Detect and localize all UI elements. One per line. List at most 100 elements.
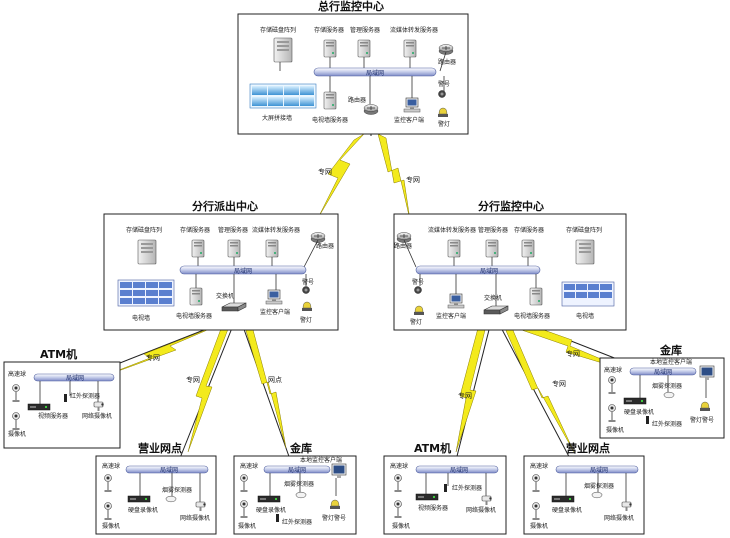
shop-left-title: 营业网点 — [138, 441, 182, 455]
vault-left-infrared-label: 红外探测器 — [282, 518, 312, 526]
hq-stream-server-label: 流媒体转发服务器 — [390, 26, 438, 34]
vault-left-alarm-light-label: 警灯警号 — [322, 514, 346, 522]
monitor-client-icon — [447, 293, 465, 309]
infrared-detector-icon — [646, 416, 649, 424]
shop-right-smoke-label: 烟雾探测器 — [584, 482, 614, 490]
branch-monitor-lan-bus — [415, 265, 541, 275]
atm-left-infrared-label: 红外探测器 — [70, 392, 100, 400]
shop-right-title: 营业网点 — [566, 441, 610, 455]
vault-right-title: 金库 — [659, 343, 682, 357]
mgmt-server-icon — [227, 239, 241, 258]
tv-wall-server-icon — [189, 287, 203, 306]
siren-icon — [438, 90, 446, 98]
hq-monitoring-center: 总行监控中心 存储磁盘阵列 存储服务器 管理服务器 流媒体转发服务器 路由器 局… — [237, 0, 469, 135]
vault-right-infrared-label: 红外探测器 — [652, 420, 682, 428]
vault-left-dvr-label: 硬盘录像机 — [256, 506, 286, 514]
link-label-hq-left: 专网 — [318, 167, 332, 176]
branch-alarm-label: 警号 — [302, 278, 314, 286]
branch-dispatch-center: 分行派出中心 存储磁盘阵列 存储服务器 管理服务器 流媒体转发服务器 路由器 局… — [103, 199, 339, 331]
storage-server-icon — [521, 239, 535, 258]
link-label-shop-left: 专网 — [186, 375, 200, 384]
atm-right-title: ATM机 — [414, 441, 451, 455]
link-label-atm-left: 专网 — [146, 353, 160, 362]
atm-left-video-server-label: 视频服务器 — [38, 412, 68, 420]
dvr-icon — [623, 397, 647, 405]
storage-server-icon — [323, 39, 337, 58]
stream-server-icon — [447, 239, 461, 258]
shop-right-camera-label: 摄像机 — [530, 522, 548, 530]
hq-lan-label: 局域网 — [366, 69, 384, 77]
router-icon — [363, 104, 379, 115]
storage-server-icon — [191, 239, 205, 258]
branch-lan-label: 局域网 — [234, 267, 252, 275]
tv-wall-icon — [561, 281, 615, 307]
mgmt-server-icon — [485, 239, 499, 258]
hq-mgmt-server-label: 管理服务器 — [350, 26, 380, 34]
tv-wall-server-icon — [529, 287, 543, 306]
infrared-detector-icon — [444, 484, 447, 492]
link-label-shop-right: 专网 — [552, 379, 566, 388]
storage-array-icon — [575, 239, 595, 265]
hq-monitor-client-label: 监控客户端 — [394, 116, 424, 124]
smoke-detector-icon — [663, 391, 675, 399]
vault-right-dvr-label: 硬盘录像机 — [624, 408, 654, 416]
lightning-link-vault-left — [243, 323, 287, 449]
smoke-detector-icon — [295, 491, 307, 499]
branch-monitor-tv-wall-label: 电视墙 — [576, 312, 594, 320]
atm-right-lan-label: 局域网 — [450, 466, 468, 474]
atm-right-infrared-label: 红外探测器 — [452, 484, 482, 492]
shop-right-network-camera-label: 网络摄像机 — [604, 514, 634, 522]
lightning-link-atm-right — [455, 325, 487, 453]
vault-left-local-client-label: 本地监控客户端 — [300, 456, 342, 464]
atm-left-lan-label: 局域网 — [66, 374, 84, 382]
video-server-icon — [27, 403, 51, 411]
tv-wall-server-icon — [323, 91, 337, 110]
vault-right-site: 金库 高速球 本地监控客户端 局域网 烟雾探测器 硬盘录像机 摄像机 红外探测器… — [599, 343, 725, 439]
smoke-detector-icon — [591, 491, 603, 499]
branch-monitor-client-label: 监控客户端 — [260, 308, 290, 316]
shop-right-site: 营业网点 高速球 局域网 烟雾探测器 硬盘录像机 摄像机 网络摄像机 — [523, 441, 645, 535]
storage-array-icon — [273, 37, 293, 63]
branch-monitor-lan-label: 局域网 — [480, 267, 498, 275]
lightning-link-shop-right — [503, 325, 575, 453]
shop-right-dvr-label: 硬盘录像机 — [552, 506, 582, 514]
atm-right-dome-label: 高速球 — [390, 462, 408, 470]
atm-right-site: ATM机 高速球 局域网 红外探测器 视频服务器 网络摄像机 摄像机 — [383, 441, 507, 535]
shop-left-site: 营业网点 高速球 局域网 烟雾探测器 硬盘录像机 摄像机 网络摄像机 — [95, 441, 217, 535]
vault-left-lan-label: 局域网 — [288, 466, 306, 474]
shop-right-lan-label: 局域网 — [590, 466, 608, 474]
branch-monitor-tv-wall-server-label: 电视墙服务器 — [514, 312, 550, 320]
hq-storage-array-label: 存储磁盘阵列 — [260, 26, 296, 34]
hq-lan-bus — [313, 67, 437, 77]
lightning-link-hq-branch-monitor — [377, 133, 411, 221]
router-icon — [310, 232, 326, 243]
shop-right-dome-label: 高速球 — [530, 462, 548, 470]
siren-icon — [414, 286, 422, 294]
branch-monitor-stream-server-label: 流媒体转发服务器 — [428, 226, 476, 234]
hq-video-wall-label: 大屏拼接墙 — [262, 114, 292, 122]
atm-left-dome-label: 高速球 — [8, 370, 26, 378]
router-icon — [396, 232, 412, 243]
vault-right-camera-label: 摄像机 — [606, 426, 624, 434]
atm-left-site: ATM机 高速球 局域网 红外探测器 视频服务器 网络摄像机 摄像机 — [3, 347, 121, 449]
shop-left-smoke-label: 烟雾探测器 — [162, 486, 192, 494]
vault-right-lan-bus — [629, 367, 697, 376]
branch-title: 分行派出中心 — [192, 199, 258, 213]
stream-server-icon — [403, 39, 417, 58]
link-label-vault-right: 专网 — [566, 349, 580, 358]
link-labels: 专网 专网 专网 专网 网点 专网 专网 专网 — [146, 167, 580, 400]
atm-right-network-camera-label: 网络摄像机 — [466, 506, 496, 514]
shop-left-dome-label: 高速球 — [102, 462, 120, 470]
branch-monitor-storage-server-label: 存储服务器 — [514, 226, 544, 234]
branch-monitor-storage-array-label: 存储磁盘阵列 — [566, 226, 602, 234]
infrared-detector-icon — [64, 394, 67, 402]
vault-right-alarm-light-label: 警灯警号 — [690, 416, 714, 424]
storage-array-icon — [137, 239, 157, 265]
vault-right-local-client-label: 本地监控客户端 — [650, 358, 692, 366]
branch-monitor-mgmt-server-label: 管理服务器 — [478, 226, 508, 234]
dvr-icon — [551, 495, 575, 503]
branch-storage-array-label: 存储磁盘阵列 — [126, 226, 162, 234]
stream-server-icon — [265, 239, 279, 258]
branch-tv-wall-label: 电视墙 — [132, 314, 150, 322]
